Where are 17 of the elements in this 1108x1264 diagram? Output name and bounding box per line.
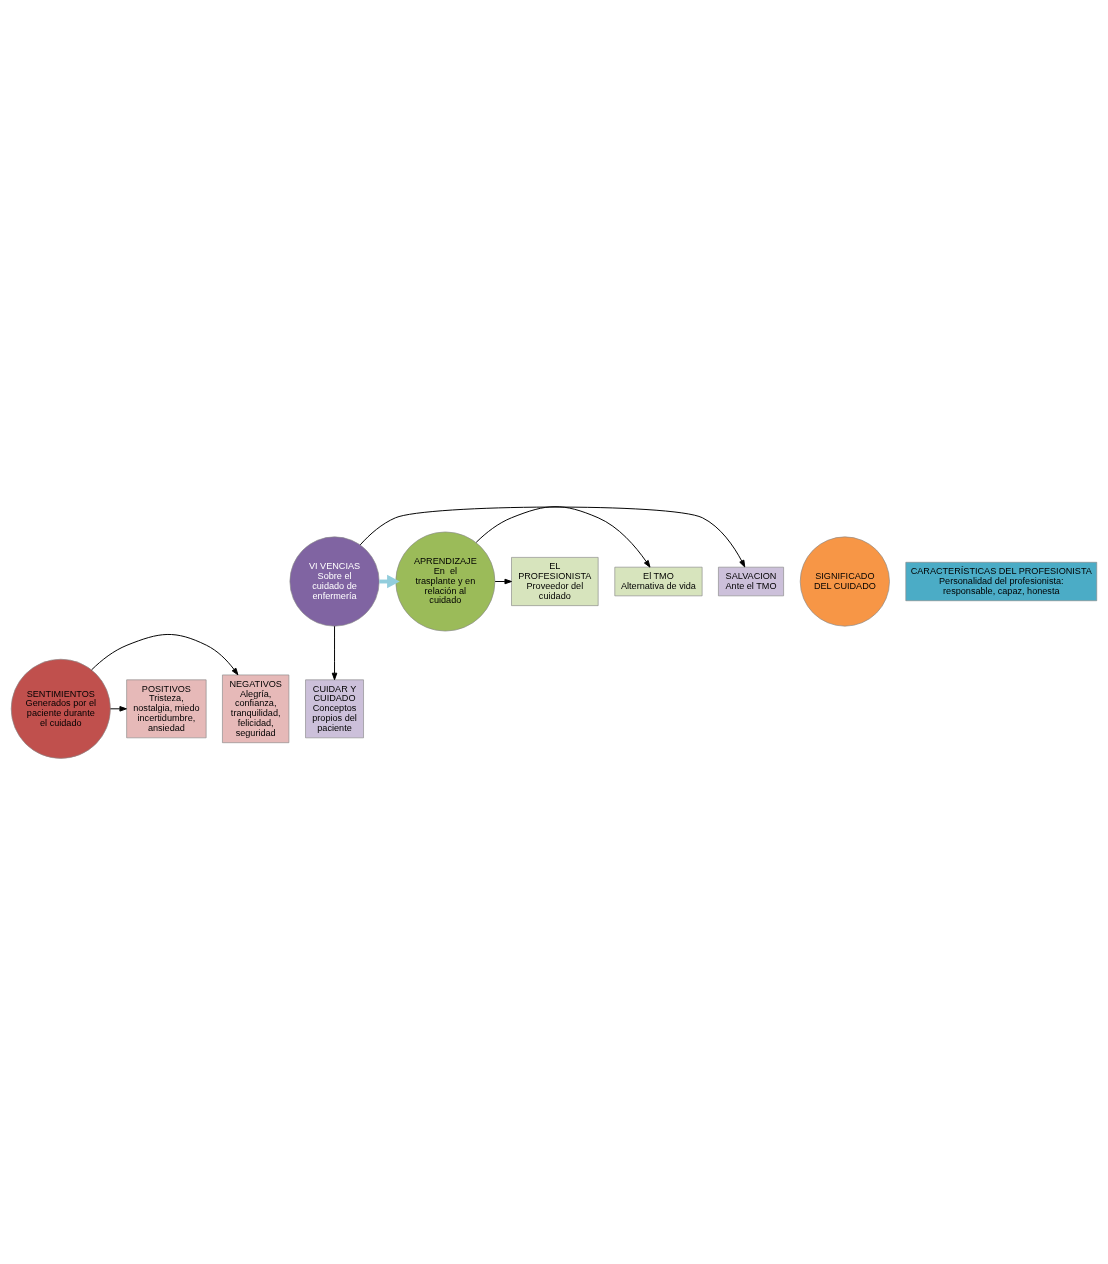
node-box: EL PROFESIONISTA Proveedor del cuidado [511,556,599,606]
arrow [359,506,746,567]
arrow [331,625,338,680]
node-circle: SENTIMIENTOS Generados por el paciente durante el cuidado [10,658,111,759]
node-box: NEGATIVOS Alegría, confianza, tranquilidad, felicidad, seguridad [222,674,290,743]
node-box: POSITIVOS Tristeza, nostalgia, miedo incertidumbre, ansiedad [126,679,207,738]
node-box: SALVACION Ante el TMO [718,566,784,596]
arrow [110,705,127,712]
arrow [494,578,512,584]
node-circle: VI VENCIAS Sobre el cuidado de enfermería [289,536,380,626]
node-box: El TMO Alternativa de vida [614,566,703,596]
arrow [91,633,239,675]
arrow [475,505,651,568]
node-circle: SIGNIFICADO DEL CUIDADO [799,536,890,626]
node-circle: APRENDIZAJE En el trasplante y en relación al cuidado [395,531,496,631]
node-box: CUIDAR Y CUIDADO Conceptos propios del paciente [305,679,364,738]
node-box: CARACTERÍSTICAS DEL PROFESIONISTA Personalidad del profesionista: responsable, capaz, honesta [905,561,1098,601]
